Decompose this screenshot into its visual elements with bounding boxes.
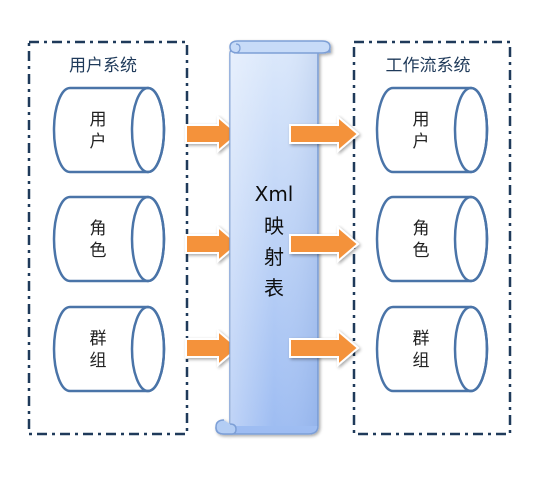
cylinder-label-line2: 组 [413,351,430,371]
cylinder-label-line2: 组 [90,351,107,371]
arrows-mapping-to-right [289,114,360,368]
cylinder-label-line1: 角 [90,219,107,239]
arrow-right-icon [289,328,360,368]
right-group-border [352,40,512,436]
right-cylinder-group: 群 组 [375,305,489,393]
cylinder-body [52,195,166,283]
right-group-title: 工作流系统 [386,56,471,76]
cylinder-label-line1: 用 [413,110,430,130]
cylinder-label-line1: 用 [90,110,107,130]
cylinder-end [130,86,166,174]
left-cylinder-group: 群 组 [52,305,166,393]
cylinder-label-line2: 户 [90,132,107,152]
scroll-top-curl [229,40,331,54]
cylinder-label-line2: 色 [90,241,107,261]
mapping-label-line2: 映 [264,214,284,238]
cylinder-end [130,195,166,283]
cylinder-label-line2: 户 [413,132,430,152]
left-cylinder-role: 角 色 [52,195,166,283]
cylinder-label-line1: 群 [413,329,430,349]
right-cylinder-user: 用 户 [375,86,489,174]
cylinder-label-line2: 色 [413,241,430,261]
xml-mapping-scroll: Xml 映 射 表 [215,40,331,435]
right-group-workflow-system: 工作流系统 [352,40,512,436]
cylinder-end [453,305,489,393]
scroll-top-curl-inner [233,43,241,54]
scroll-bottom-curl [215,419,237,435]
arrow-right-icon [289,224,360,264]
mapping-label-line3: 射 [264,245,284,269]
cylinder-body [52,305,166,393]
right-cylinder-role: 角 色 [375,195,489,283]
arrows-left-to-mapping [185,114,240,368]
cylinder-label-line1: 角 [413,219,430,239]
arrow-right-icon [185,114,240,154]
mapping-label-line1: Xml [255,182,294,206]
left-cylinder-user: 用 户 [52,86,166,174]
cylinder-body [52,86,166,174]
cylinder-end [453,86,489,174]
cylinder-body [375,86,489,174]
cylinder-body [375,305,489,393]
cylinder-end [453,195,489,283]
arrow-right-icon [289,114,360,154]
cylinder-label-line1: 群 [90,329,107,349]
mapping-label-line4: 表 [264,276,284,300]
arrow-right-icon [185,328,240,368]
cylinder-body [375,195,489,283]
cylinder-end [130,305,166,393]
arrow-right-icon [185,224,240,264]
left-group-title: 用户系统 [69,56,137,76]
